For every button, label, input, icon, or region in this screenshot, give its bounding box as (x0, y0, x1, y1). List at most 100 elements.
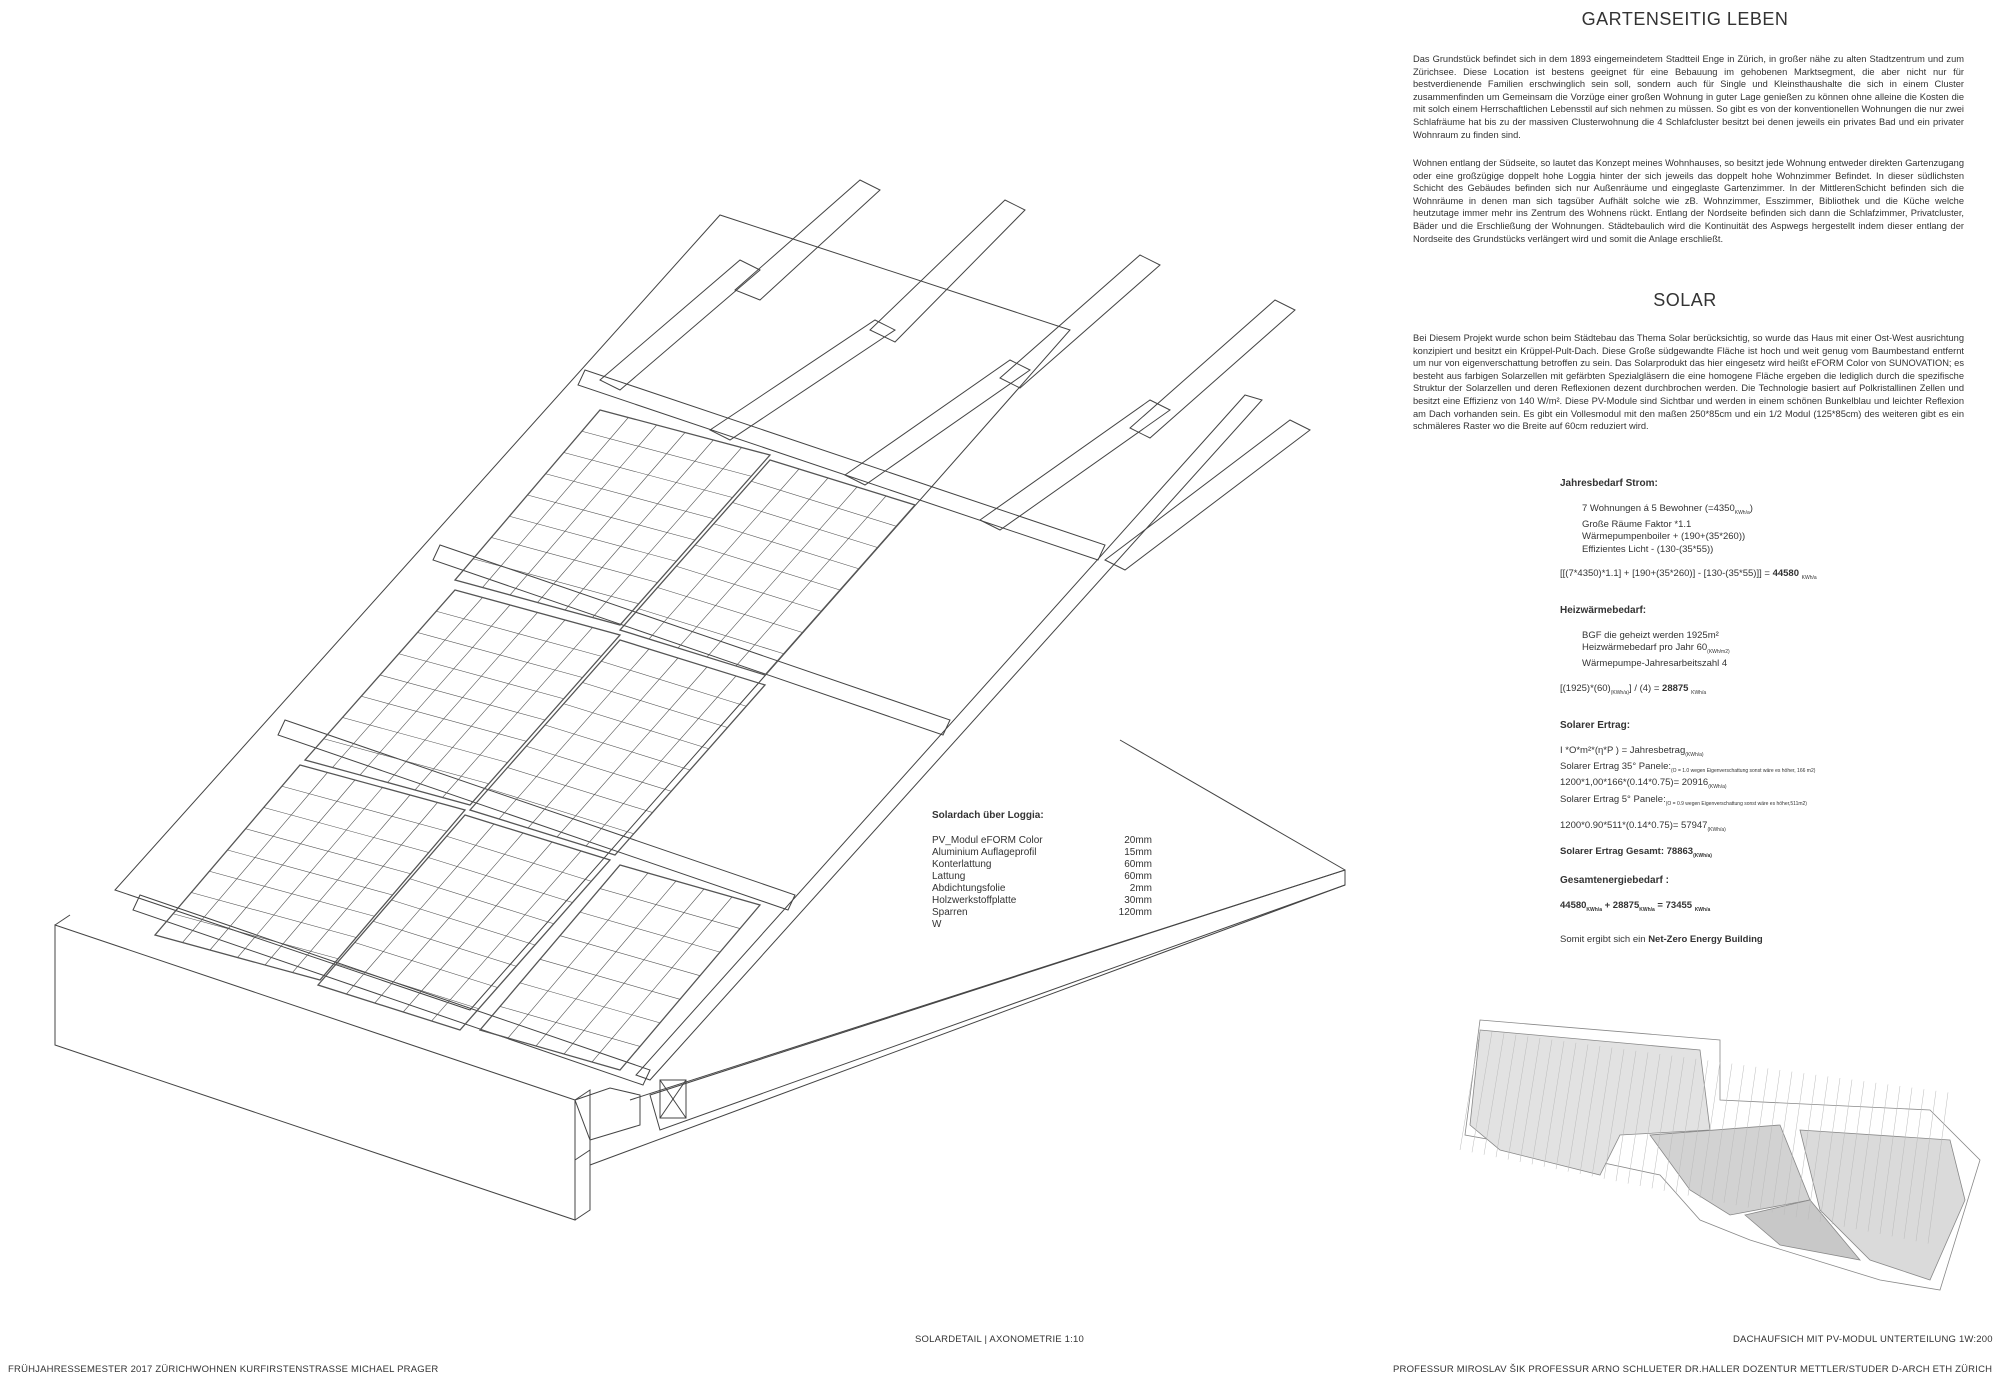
strom-line-2: Große Räume Faktor *1.1 (1582, 518, 1692, 530)
pv-cell-line (245, 828, 411, 875)
strom-line-3: Wärmepumpenboiler + (190+(35*260)) (1582, 531, 1746, 543)
loggia-row-name: Sparren (932, 907, 968, 918)
heiz-unit: KWh/a (1691, 689, 1707, 696)
plan-hatch-line (1699, 1061, 1721, 1199)
solar-line-5-sub: (KWh/a) (1707, 826, 1726, 833)
loggia-row-value: 120mm (1118, 907, 1152, 918)
plan-hatch-line (1471, 1031, 1493, 1153)
plan-hatch-line (1735, 1066, 1757, 1206)
edge-board (635, 394, 1263, 1081)
pv-panel (468, 639, 767, 856)
pv-modules (153, 409, 917, 1071)
pv-cell-line (342, 717, 508, 763)
heiz-sub: (KWh/m2) (1707, 648, 1730, 655)
net-zero-label: Net-Zero Energy Building (1648, 933, 1763, 945)
loggia-row-name: Aluminium Auflageprofil (932, 847, 1037, 858)
pv-cell-line (173, 913, 339, 960)
strom-line-1: 7 Wohnungen á 5 Bewohner (=4350 (1582, 502, 1735, 514)
rafters (599, 179, 1311, 571)
solar-line-3: 1200*1,00*166*(0.14*0.75)= 20916 (1560, 777, 1709, 789)
pv-cell-line (519, 982, 661, 1024)
loggia-row-value: 60mm (1124, 871, 1152, 882)
loggia-row-value: 15mm (1124, 847, 1152, 858)
pv-cell-line (563, 452, 733, 498)
plan-hatch-line (1483, 1033, 1505, 1155)
loggia-row-value: 2mm (1129, 883, 1152, 894)
solar-line-5: 1200*0.90*511*(0.14*0.75)= 57947 (1560, 820, 1708, 832)
base-beam (54, 924, 576, 1221)
strom-unit-a: KWh/a (1734, 509, 1750, 516)
loggia-row-name: Holzwerkstoffplatte (932, 895, 1017, 906)
strom-line-4: Effizientes Licht - (130-(35*55)) (1582, 543, 1714, 555)
loggia-row-value: 30mm (1124, 895, 1152, 906)
pv-cell-line (591, 896, 733, 1063)
pv-panel (453, 409, 772, 626)
strom-result: 44580 (1772, 568, 1799, 580)
loggia-row-name: Lattung (932, 871, 966, 882)
net-prefix: Somit ergibt sich ein (1560, 933, 1649, 945)
heiz-line-2: Heizwärmebedarf pro Jahr 60 (1582, 642, 1708, 653)
calc-heiz: Heizwärmebedarf: BGF die geheizt werden … (1560, 605, 1960, 699)
solar-calc-title: Solarer Ertrag: (1560, 720, 1631, 731)
plan-hatch-line (1639, 1053, 1661, 1187)
footer-left: FRÜHJAHRESSEMESTER 2017 ZÜRICHWOHNEN KUR… (8, 1364, 439, 1375)
pv-cell-line (582, 682, 728, 728)
pv-cell-line (581, 430, 752, 477)
pv-cell-line (535, 880, 677, 1047)
plan-hatch-line (1591, 1047, 1613, 1177)
plan-hatch-line (1579, 1045, 1601, 1175)
plan-hatch-line (1747, 1068, 1769, 1208)
gesamt-c: = 73455 (1654, 899, 1693, 911)
solar-line-4: Solarer Ertrag 5° Panele: (1560, 793, 1666, 805)
gesamt-unit-b: KWh/a (1639, 906, 1655, 913)
loggia-row-name: PV_Modul eFORM Color (932, 835, 1043, 846)
strom-equation: [[(7*4350)*1.1] + [190+(35*260)] - [130-… (1560, 568, 1773, 580)
battens (132, 369, 1106, 1086)
pv-cell-line (398, 653, 564, 700)
pv-cell-line (507, 767, 653, 813)
pv-cell-line (563, 888, 705, 1055)
caption-axonometry: SOLARDETAIL | AXONOMETRIE 1:10 (915, 1334, 1084, 1345)
loggia-title: Solardach über Loggia: (932, 810, 1044, 821)
pv-cell-line (488, 788, 634, 835)
caption-roof-plan: DACHAUFSICH MIT PV-MODUL UNTERTEILUNG 1W… (1733, 1334, 1993, 1345)
plan-hatch-line (1783, 1073, 1805, 1215)
solar-total-sub: (KWh/a) (1693, 853, 1712, 860)
pv-cell-line (559, 935, 701, 977)
loggia-spec: Solardach über Loggia: PV_Modul eFORM Co… (932, 810, 1152, 931)
plan-hatch-line (1711, 1063, 1733, 1201)
solar-line-4-sub: (O = 0.9 wegen Eigenverschattung sonst w… (1665, 800, 1807, 807)
pv-cell-line (527, 494, 696, 541)
footer-right: PROFESSUR MIROSLAV ŠIK PROFESSUR ARNO SC… (1393, 1364, 1993, 1375)
calc-strom: Jahresbedarf Strom: 7 Wohnungen á 5 Bewo… (1560, 478, 1960, 585)
strom-unit: KWh/a (1801, 575, 1817, 582)
solar-line-1-sub: (KWh/a) (1685, 751, 1704, 758)
plan-hatch-line (1627, 1052, 1649, 1184)
heiz-title: Heizwärmebedarf: (1560, 605, 1647, 616)
pv-cell-line (601, 660, 747, 707)
strom-title: Jahresbedarf Strom: (1560, 478, 1658, 489)
pv-cell-line (354, 942, 498, 988)
plan-hatch-line (1459, 1029, 1481, 1151)
pv-cell-line (446, 835, 592, 882)
calc-gesamt: Gesamtenergiebedarf : 44580KWh/a + 28875… (1560, 875, 1960, 946)
pv-panel (618, 459, 917, 676)
pv-cell-line (436, 610, 602, 657)
pv-cell-line (491, 537, 658, 583)
pv-cell-line (599, 888, 741, 929)
pv-cell-line (281, 785, 447, 832)
plan-hatch-line (1831, 1079, 1853, 1225)
plan-hatch-line (1855, 1082, 1877, 1230)
plan-hatch-line (1891, 1087, 1913, 1237)
plan-hatch-line (1567, 1044, 1589, 1172)
plan-hatch-line (1723, 1065, 1745, 1203)
pv-cell-line (509, 515, 677, 562)
title-solar: SOLAR (1653, 290, 1717, 310)
pv-cell-line (336, 963, 479, 1010)
gesamt-b: + 28875 (1601, 899, 1640, 911)
loggia-row: Holzwerkstoffplatte 30mm (932, 895, 1152, 907)
plan-hatch-line (1687, 1060, 1709, 1196)
plan-hatch-line (1843, 1081, 1865, 1227)
